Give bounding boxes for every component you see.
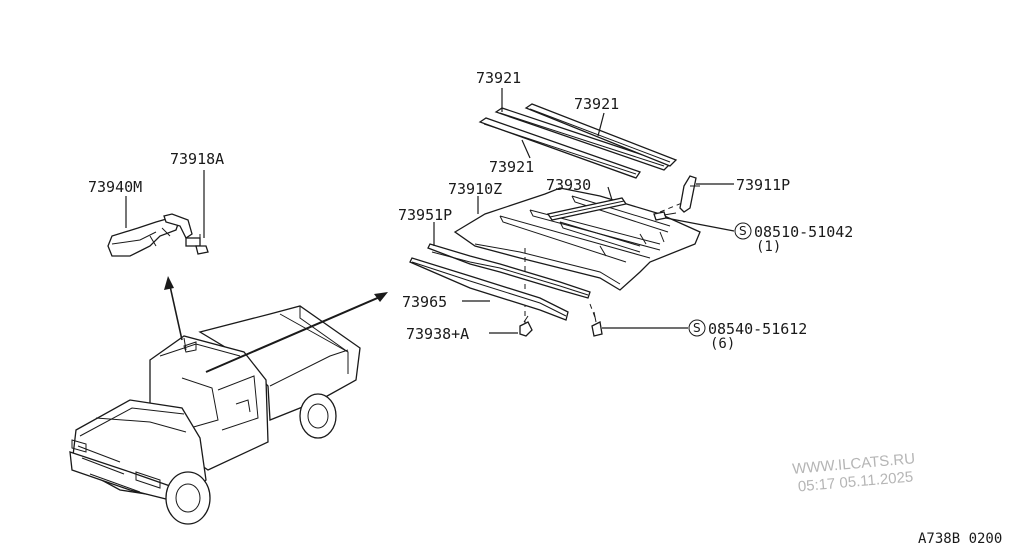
label-73921-right: 73921 (574, 95, 619, 113)
assist-grip-73940M[interactable] (107, 213, 193, 257)
clip-73938A[interactable] (519, 315, 533, 337)
roof-bow[interactable] (546, 197, 628, 221)
screw-73918A[interactable] (185, 234, 209, 255)
label-73940M: 73940M (88, 178, 142, 196)
label-screw-08540-qty: (6) (710, 336, 735, 352)
label-73938A: 73938+A (406, 325, 469, 343)
label-73930: 73930 (546, 176, 591, 194)
label-73911P: 73911P (736, 176, 790, 194)
label-screw-08510-qty: (1) (756, 239, 781, 255)
diagram-code: A738B 0200 (918, 531, 1002, 547)
label-screw-08510: 08510-51042 (754, 223, 853, 241)
watermark: WWW.ILCATS.RU 05:17 05.11.2025 (792, 450, 916, 495)
arrow-to-grip (164, 276, 183, 341)
roof-panel[interactable] (453, 187, 701, 291)
front-header-73951P[interactable] (427, 243, 591, 299)
weatherstrip-73965[interactable] (409, 257, 569, 321)
svg-text:S: S (739, 224, 747, 238)
label-screw-08540: 08540-51612 (708, 320, 807, 338)
label-73921-low: 73921 (489, 158, 534, 176)
label-73910Z: 73910Z (448, 180, 502, 198)
arrow-to-roof-parts (205, 292, 388, 373)
roof-rail-upper-right[interactable] (524, 103, 678, 167)
screw-08540[interactable] (591, 311, 603, 337)
label-73918A: 73918A (170, 150, 224, 168)
screw-symbol-2: S (688, 319, 706, 337)
roof-rail-upper-left[interactable] (478, 117, 642, 179)
svg-text:S: S (693, 321, 701, 335)
label-73965: 73965 (402, 293, 447, 311)
bracket-73911P[interactable] (679, 175, 700, 213)
pickup-truck-illustration (69, 305, 361, 525)
screw-symbol-1: S (734, 222, 752, 240)
label-73921-top: 73921 (476, 69, 521, 87)
label-73951P: 73951P (398, 206, 452, 224)
